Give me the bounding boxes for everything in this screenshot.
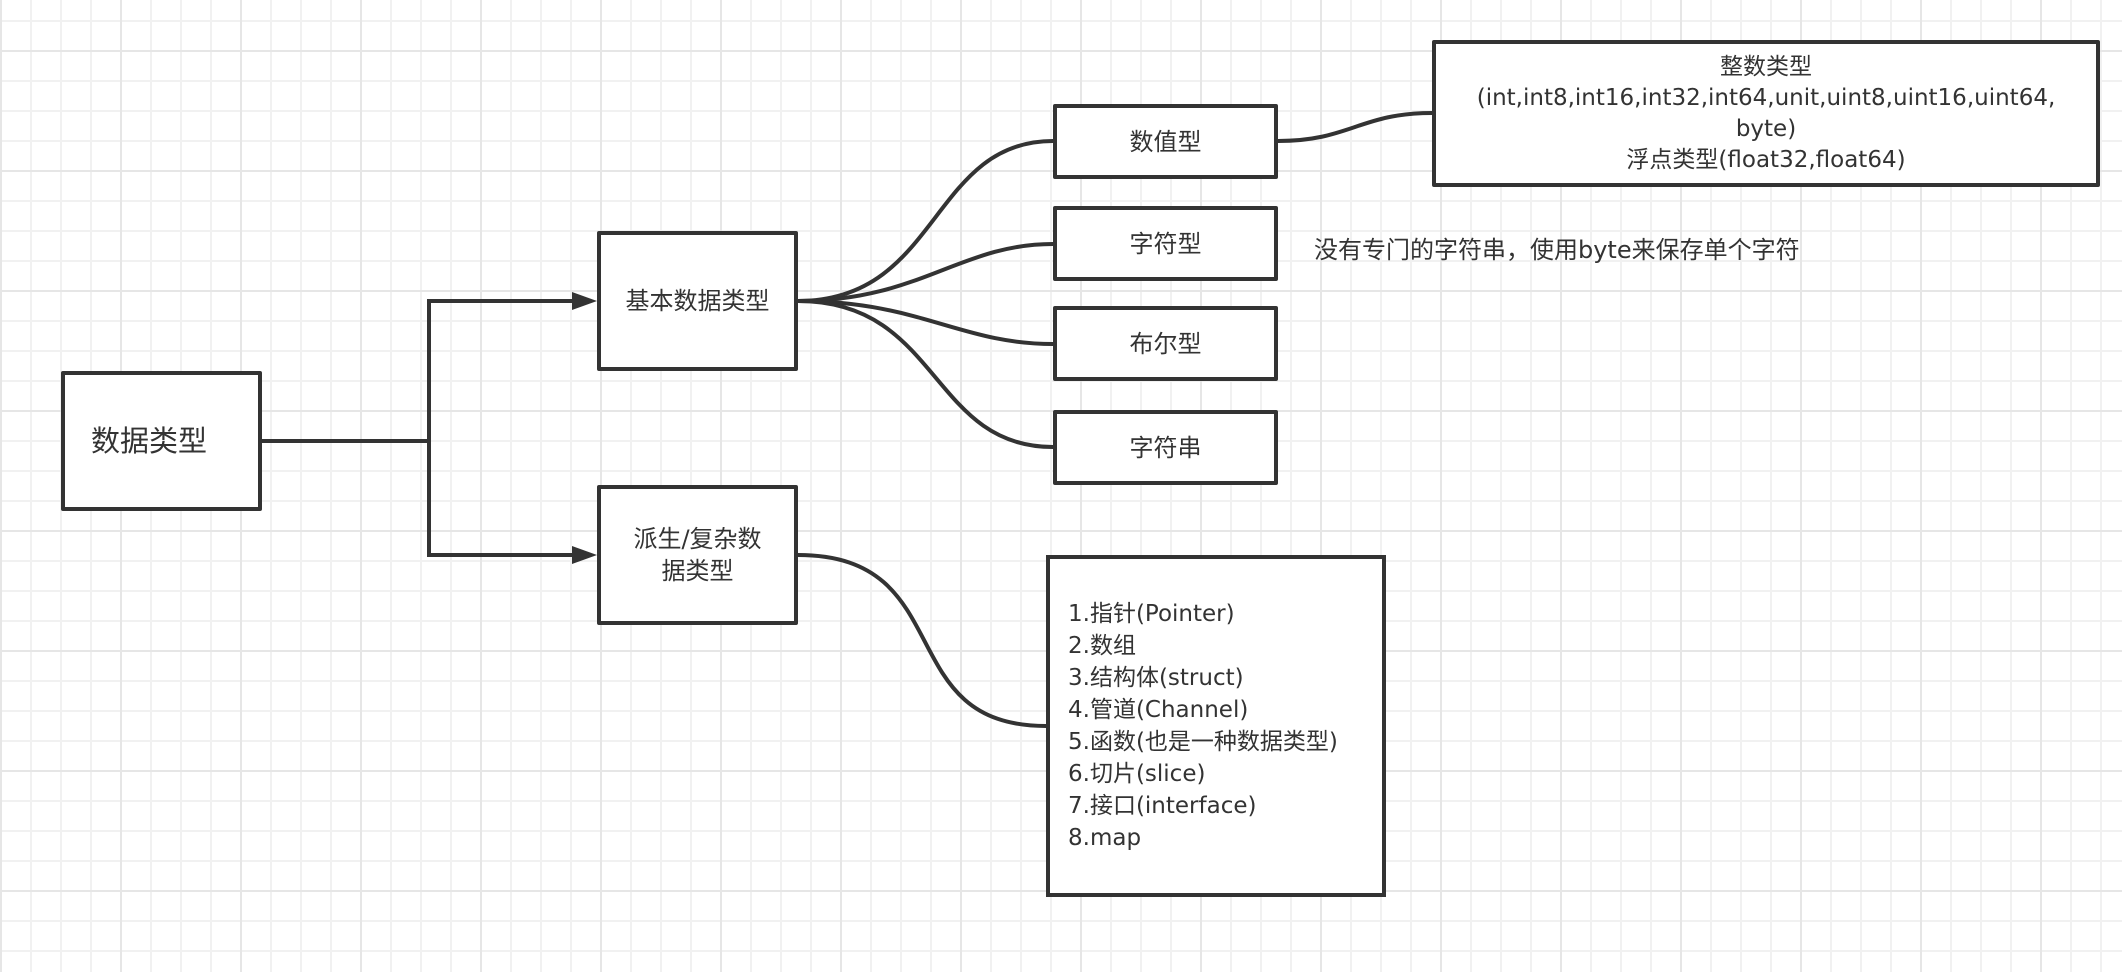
arrowhead-basic: [572, 292, 597, 310]
connector-root-to-basic: [427, 299, 572, 441]
node-numeric-detail[interactable]: 整数类型 (int,int8,int16,int32,int64,unit,ui…: [1432, 40, 2100, 187]
node-basic-types-label: 基本数据类型: [625, 287, 770, 315]
numeric-detail-line: (int,int8,int16,int32,int64,unit,uint8,u…: [1476, 84, 2056, 111]
connector-basic-to-string: [797, 299, 1054, 449]
derived-list-item: 8.map: [1068, 825, 1142, 851]
derived-list-item: 3.结构体(struct): [1068, 665, 1244, 691]
derived-list-item: 7.接口(interface): [1068, 793, 1257, 819]
node-numeric[interactable]: 数值型: [1053, 104, 1278, 179]
connector-basic-to-bool: [797, 299, 1054, 346]
node-derived-types-label: 派生/复杂数据类型: [633, 525, 762, 585]
connector-basic-to-char: [797, 242, 1054, 303]
node-char[interactable]: 字符型: [1053, 206, 1278, 281]
node-char-label: 字符型: [1129, 229, 1202, 258]
derived-list-item: 5.函数(也是一种数据类型): [1068, 729, 1338, 755]
node-string-label: 字符串: [1129, 433, 1202, 462]
node-bool[interactable]: 布尔型: [1053, 306, 1278, 381]
char-note-text[interactable]: 没有专门的字符串，使用byte来保存单个字符: [1314, 236, 1800, 264]
numeric-detail-line: 整数类型: [1720, 53, 1812, 80]
derived-list-item: 1.指针(Pointer): [1068, 601, 1235, 627]
node-numeric-label: 数值型: [1129, 127, 1202, 156]
derived-list-item: 6.切片(slice): [1068, 761, 1206, 787]
connector-numeric-to-detail: [1277, 111, 1433, 143]
node-root-label: 数据类型: [91, 424, 208, 458]
numeric-detail-line: 浮点类型(float32,float64): [1626, 146, 1906, 173]
derived-list-item: 4.管道(Channel): [1068, 697, 1249, 723]
node-derived-types[interactable]: 派生/复杂数据类型: [597, 485, 798, 625]
numeric-detail-line: byte): [1735, 115, 1797, 142]
node-root[interactable]: 数据类型: [61, 371, 262, 511]
arrowhead-derived: [572, 546, 597, 564]
derived-list-item: 2.数组: [1068, 633, 1136, 659]
connector-basic-to-numeric: [797, 139, 1054, 303]
node-basic-types[interactable]: 基本数据类型: [597, 231, 798, 371]
node-string[interactable]: 字符串: [1053, 410, 1278, 485]
connector-root-to-derived: [427, 441, 572, 557]
connector-derived-to-list: [797, 553, 1047, 728]
node-bool-label: 布尔型: [1129, 329, 1202, 358]
node-derived-list[interactable]: 1.指针(Pointer) 2.数组 3.结构体(struct) 4.管道(Ch…: [1046, 555, 1386, 897]
